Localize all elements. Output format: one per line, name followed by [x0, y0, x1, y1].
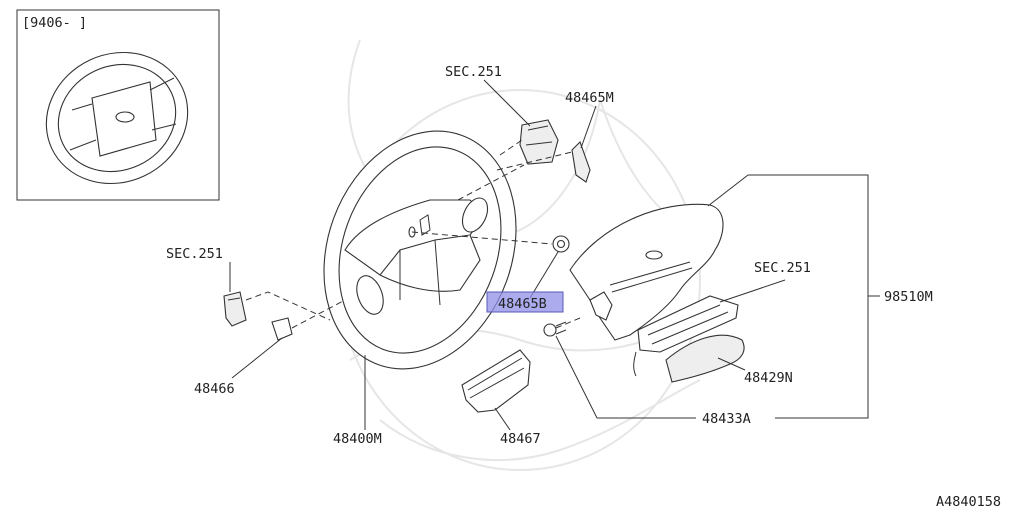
pad-48429n	[665, 334, 745, 383]
leader-lines	[229, 79, 880, 431]
inset-date-range: [9406- ]	[22, 15, 87, 31]
switch-strip-sec251-right	[633, 295, 739, 377]
inset-steering-wheel	[45, 51, 189, 185]
steering-wheel-48400m	[323, 130, 517, 370]
switch-sec251-left	[223, 291, 247, 327]
label-48465m: 48465M	[565, 90, 614, 106]
label-48465b: 48465B	[498, 296, 547, 312]
label-98510m: 98510M	[884, 289, 933, 305]
bolt-48433a	[543, 321, 567, 337]
inset-panel: [9406- ]	[16, 9, 220, 201]
label-48433a: 48433A	[702, 411, 751, 427]
nut-48465b	[552, 235, 570, 253]
highlight-48465b	[486, 291, 564, 313]
switch-sec251-top	[519, 119, 559, 165]
label-sec251-right: SEC.251	[754, 260, 811, 276]
cover-48466	[271, 317, 293, 341]
label-48467: 48467	[500, 431, 541, 447]
diagram-id: A4840158	[936, 494, 1001, 510]
label-48466: 48466	[194, 381, 235, 397]
label-sec251-left: SEC.251	[166, 246, 223, 262]
cover-48465m	[571, 140, 591, 183]
airbag-module-98510m	[569, 203, 724, 341]
cover-48467	[461, 349, 531, 413]
label-48400m: 48400M	[333, 431, 382, 447]
assembly-dashed-lines	[245, 139, 581, 329]
label-sec251-top: SEC.251	[445, 64, 502, 80]
label-48429n: 48429N	[744, 370, 793, 386]
